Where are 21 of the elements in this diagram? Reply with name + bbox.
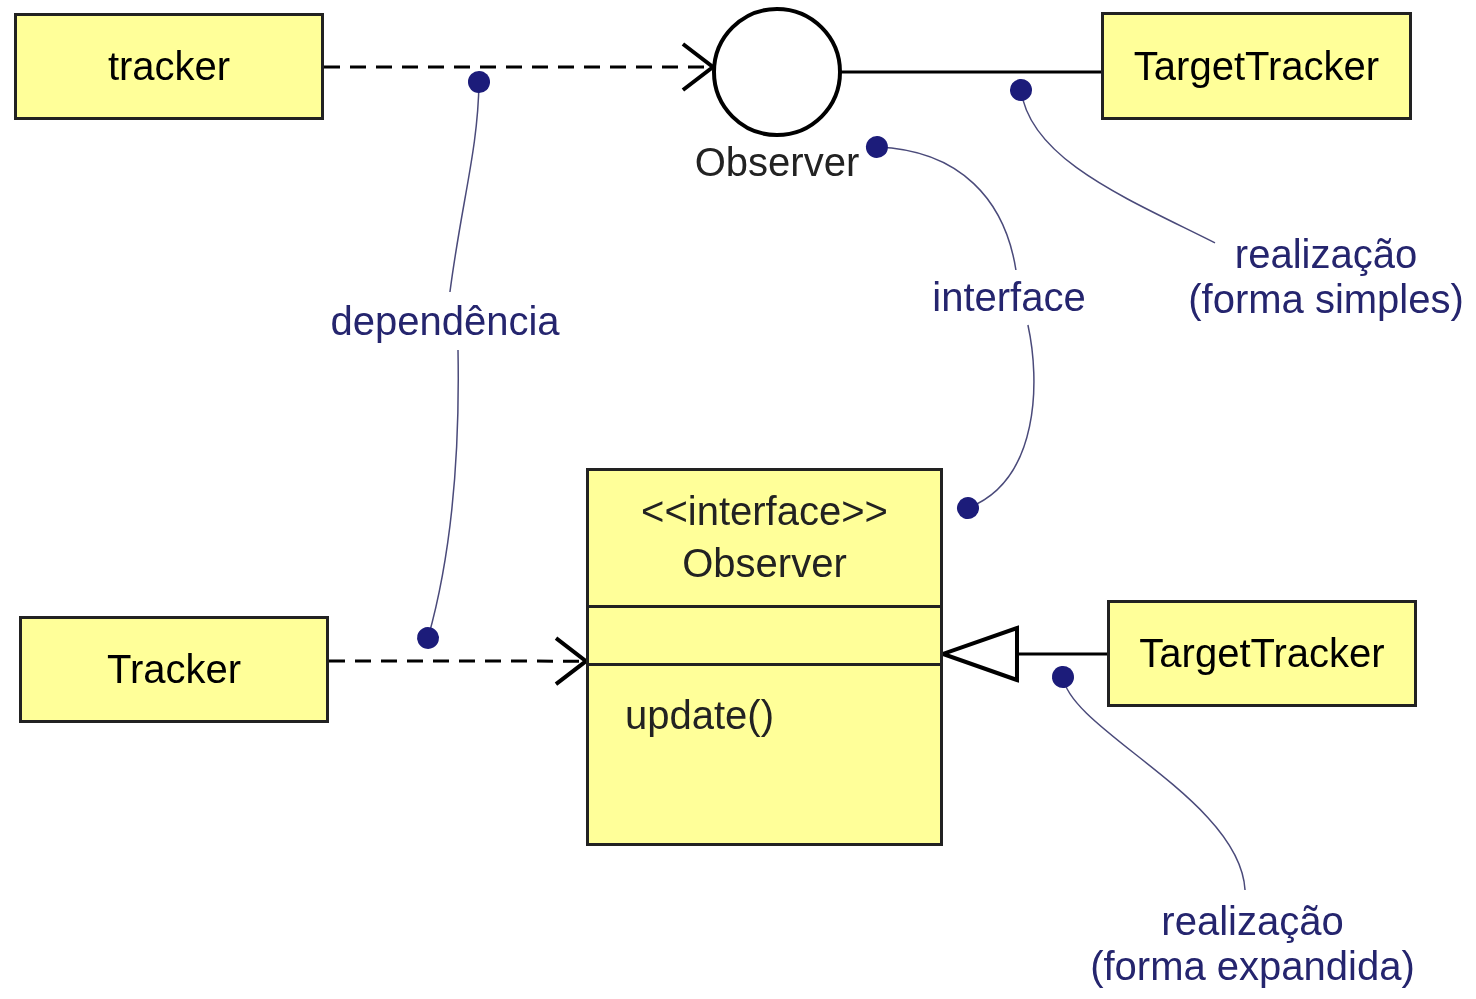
leader-line [957,324,1035,520]
leader-line [865,136,1017,271]
class-box: Tracker [19,616,329,723]
annotation-text: realização (forma simples) [1176,222,1476,332]
leader-line [1052,666,1246,891]
class-box [586,468,943,846]
dependency-arrow [329,636,588,687]
class-box: TargetTracker [1107,600,1417,707]
interface-name: Observer [693,140,861,185]
class-header: <<interface>> Observer [640,488,889,587]
realization-arrow [941,626,1107,682]
class-box: tracker [14,13,324,120]
leader-line [1010,79,1216,244]
annotation-text: interface [918,270,1100,325]
class-box: TargetTracker [1101,12,1412,120]
annotation-text: dependência [315,292,575,350]
leader-line [417,349,459,649]
operation-text: update() [625,693,774,738]
annotation-text: realização (forma expandida) [1075,890,1430,998]
leader-line [449,71,490,293]
connector-line [841,70,1101,74]
